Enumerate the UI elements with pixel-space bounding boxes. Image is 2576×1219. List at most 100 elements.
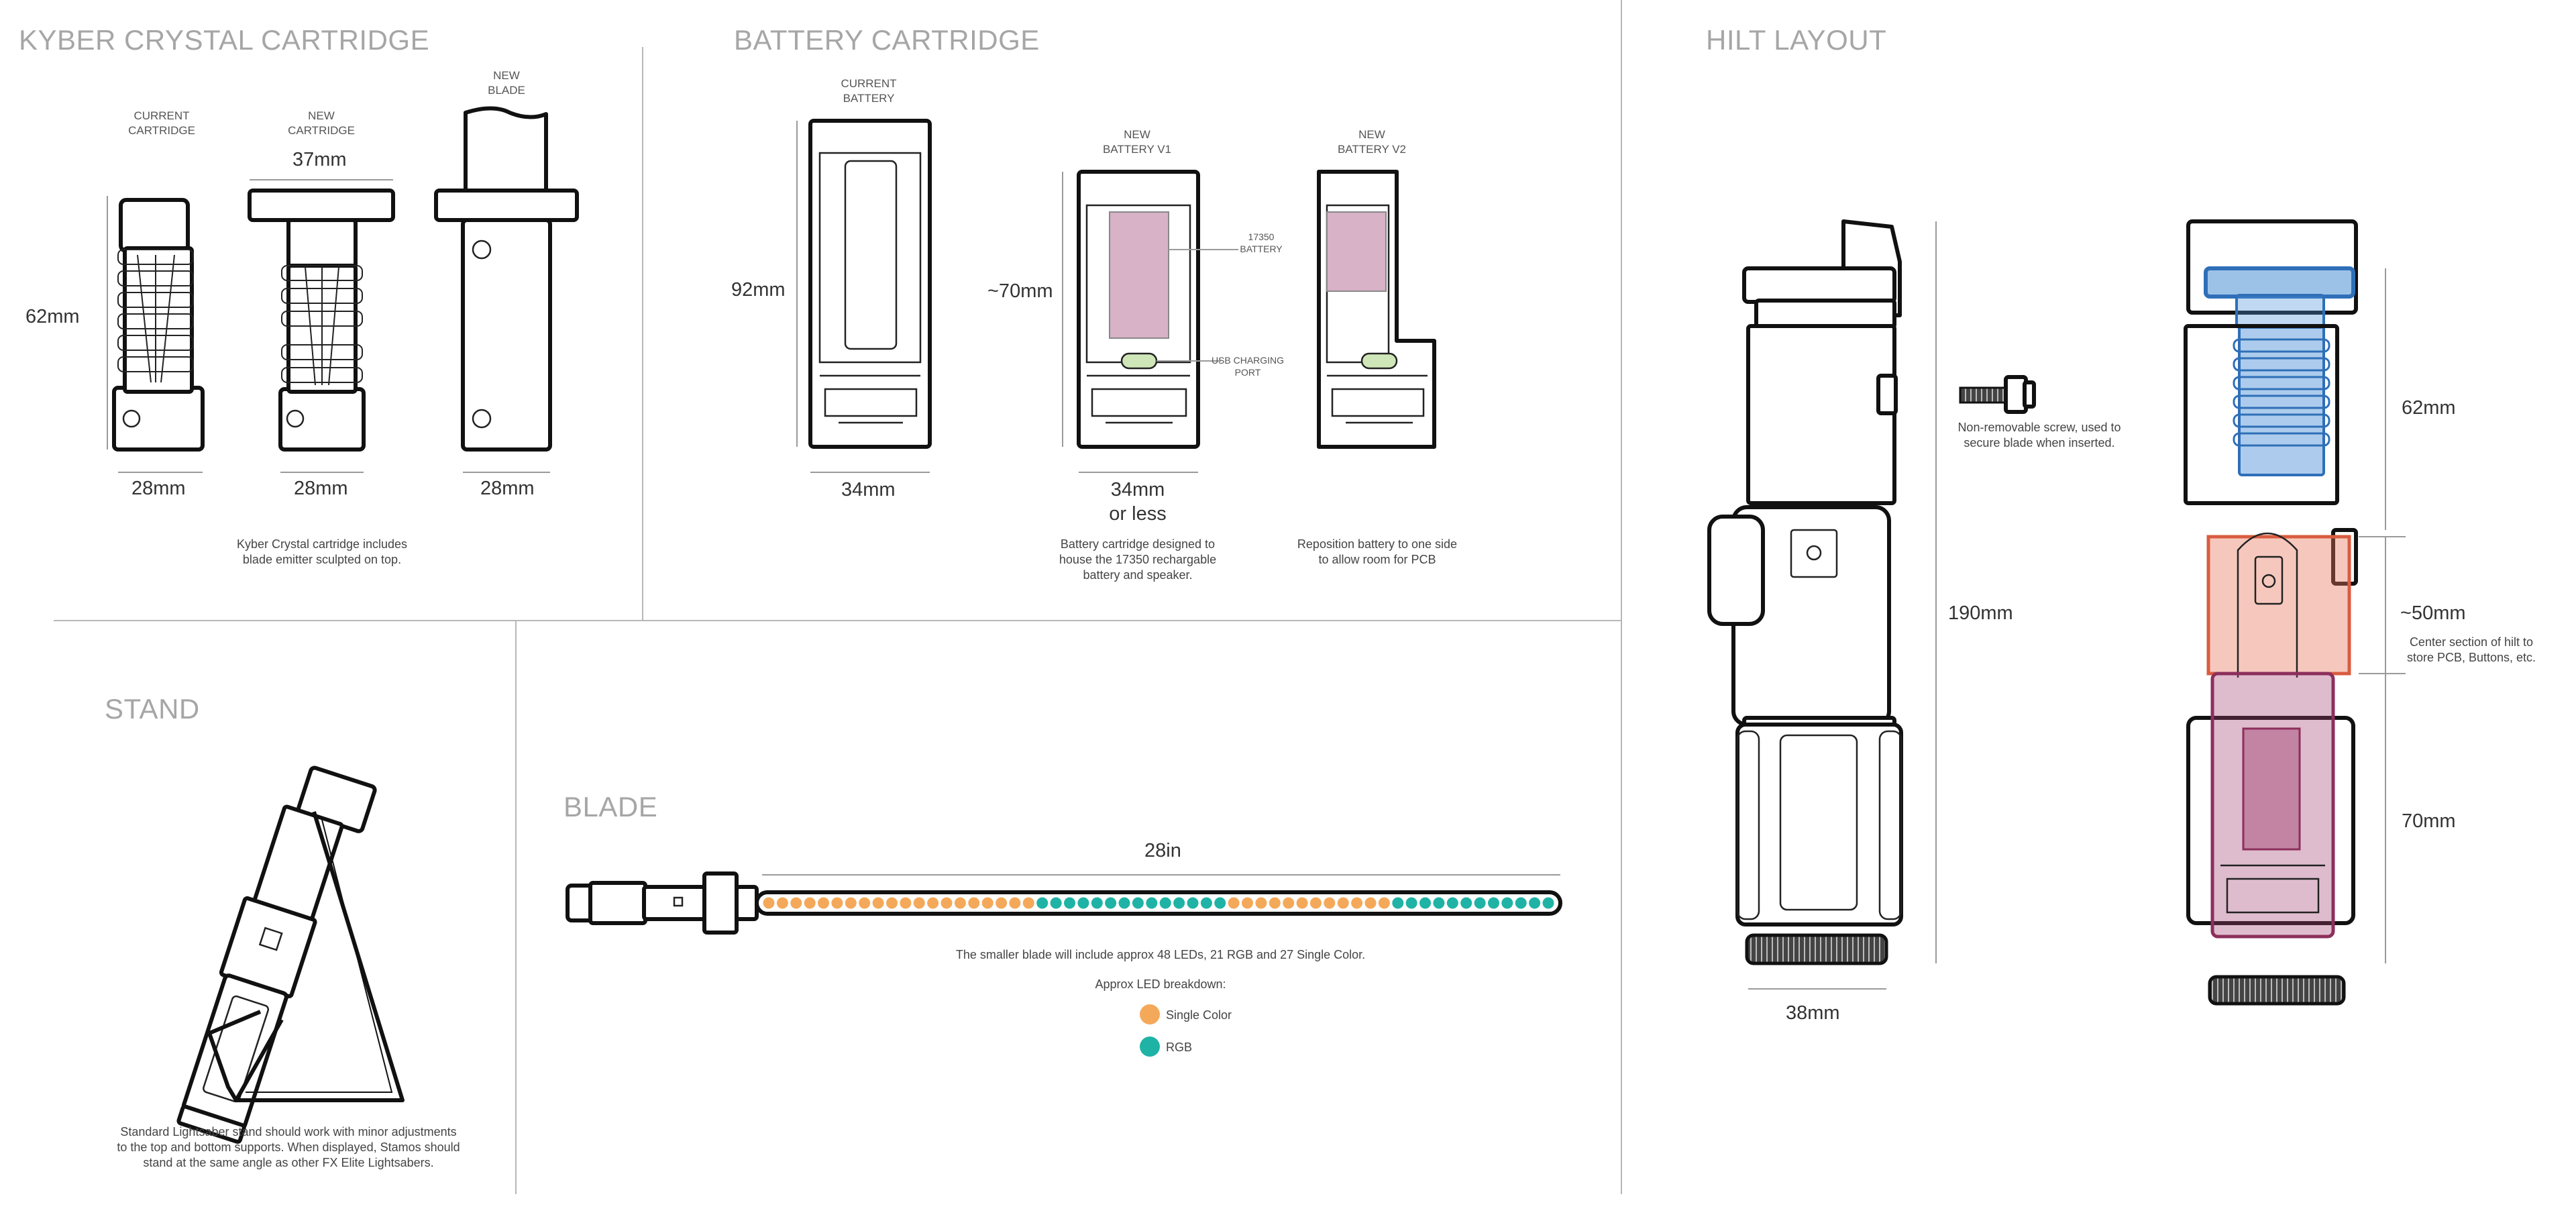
blade-section-title: BLADE <box>564 791 658 823</box>
stand-note: Standard Lightsaber stand should work wi… <box>117 1125 460 1169</box>
hilt-mid-length: ~50mm <box>2400 602 2466 624</box>
hilt-cutaway-dimension-lines <box>2359 268 2406 963</box>
led-single-color <box>1283 897 1295 909</box>
led-rgb <box>1091 897 1103 909</box>
led-rgb <box>1474 897 1486 909</box>
legend-single-label: Single Color <box>1166 1008 1232 1022</box>
hilt-width: 38mm <box>1786 1002 1840 1024</box>
battery-v2-label: NEW BATTERY V2 <box>1337 128 1407 156</box>
battery-v1-width: 34mm or less <box>1109 479 1167 525</box>
battery-section-title: BATTERY CARTRIDGE <box>734 24 1040 56</box>
hilt-bottom-length: 70mm <box>2402 810 2456 832</box>
current-battery-width: 34mm <box>841 479 896 500</box>
battery-dimension-lines <box>796 121 1198 473</box>
led-single-color <box>996 897 1008 909</box>
led-single-color <box>818 897 829 909</box>
new-cartridge-drawing <box>248 189 395 452</box>
stand-section-title: STAND <box>105 693 200 725</box>
led-single-color <box>913 897 925 909</box>
kyber-height: 62mm <box>25 306 80 327</box>
new-blade-label: NEW BLADE <box>488 69 525 97</box>
led-single-color <box>886 897 898 909</box>
new-battery-v2-drawing <box>1317 170 1436 449</box>
stand-drawing <box>176 765 377 1144</box>
legend-single-swatch <box>1140 1004 1160 1024</box>
led-single-color <box>1351 897 1363 909</box>
kyber-current-width: 28mm <box>131 478 186 499</box>
usb-port-callout: USB CHARGING PORT <box>1211 355 1285 378</box>
battery-v2-note: Reposition battery to one side to allow … <box>1297 537 1458 566</box>
led-rgb <box>1529 897 1541 909</box>
battery-v1-height: ~70mm <box>987 280 1053 302</box>
led-rgb <box>1132 897 1144 909</box>
battery-v1-label: NEW BATTERY V1 <box>1102 128 1172 156</box>
led-single-color <box>1242 897 1253 909</box>
led-single-color <box>1296 897 1308 909</box>
led-single-color <box>1255 897 1267 909</box>
led-rgb <box>1515 897 1527 909</box>
led-rgb <box>1187 897 1199 909</box>
kyber-new-width: 28mm <box>294 478 348 499</box>
led-rgb <box>1036 897 1049 909</box>
led-rgb <box>1118 897 1130 909</box>
led-single-color <box>981 897 994 909</box>
led-single-color <box>804 897 816 909</box>
led-legend-title: Approx LED breakdown: <box>1095 977 1226 991</box>
new-cartridge-label: NEW CARTRIDGE <box>288 109 355 137</box>
led-single-color <box>831 897 843 909</box>
hilt-side-dimension-lines <box>1748 221 1937 990</box>
led-single-color <box>954 897 966 909</box>
battery-callout: 17350 BATTERY <box>1240 231 1283 254</box>
divider-stand-blade <box>515 620 517 1194</box>
led-rgb <box>1433 897 1445 909</box>
new-battery-v1-drawing <box>1077 170 1238 449</box>
led-single-color <box>900 897 912 909</box>
led-rgb <box>1542 897 1554 909</box>
divider-kyber-battery <box>642 47 643 621</box>
led-single-color <box>845 897 857 909</box>
hilt-side-drawing <box>1707 219 1903 965</box>
battery-v1-note: Battery cartridge designed to house the … <box>1059 537 1217 582</box>
led-single-color <box>1228 897 1240 909</box>
hilt-section-title: HILT LAYOUT <box>1706 24 1887 56</box>
led-rgb <box>1460 897 1472 909</box>
led-rgb <box>1488 897 1499 909</box>
led-rgb <box>1501 897 1513 909</box>
led-rgb <box>1105 897 1117 909</box>
screw-drawing <box>1959 375 2036 414</box>
led-single-color <box>872 897 884 909</box>
led-single-color <box>1009 897 1021 909</box>
led-single-color <box>1309 897 1322 909</box>
current-battery-drawing <box>808 119 932 449</box>
blade-length: 28in <box>1144 840 1181 861</box>
divider-top-bottom <box>54 620 1621 621</box>
led-rgb <box>1405 897 1417 909</box>
led-single-color <box>790 897 802 909</box>
blade-note: The smaller blade will include approx 48… <box>955 948 1366 961</box>
current-cartridge-label: CURRENT CARTRIDGE <box>128 109 195 137</box>
led-single-color <box>941 897 953 909</box>
current-battery-label: CURRENT BATTERY <box>841 77 897 105</box>
hilt-top-length: 62mm <box>2402 397 2456 419</box>
stand-frame-drawing <box>207 811 405 1102</box>
led-rgb <box>1050 897 1062 909</box>
led-single-color <box>1324 897 1336 909</box>
led-single-color <box>1269 897 1281 909</box>
hilt-cutaway-drawing <box>2184 219 2358 1006</box>
led-rgb <box>1159 897 1171 909</box>
blade-hilt-drawing <box>566 871 759 935</box>
kyber-section-title: KYBER CRYSTAL CARTRIDGE <box>19 24 430 56</box>
led-rgb <box>1064 897 1075 909</box>
kyber-top-width: 37mm <box>292 149 347 170</box>
led-strip <box>763 897 1554 909</box>
led-single-color <box>1337 897 1349 909</box>
led-single-color <box>763 897 775 909</box>
led-rgb <box>1146 897 1158 909</box>
led-single-color <box>927 897 939 909</box>
led-rgb <box>1200 897 1212 909</box>
divider-left-right <box>1621 0 1622 1194</box>
legend-rgb-label: RGB <box>1166 1041 1193 1054</box>
led-rgb <box>1214 897 1226 909</box>
led-rgb <box>1392 897 1404 909</box>
